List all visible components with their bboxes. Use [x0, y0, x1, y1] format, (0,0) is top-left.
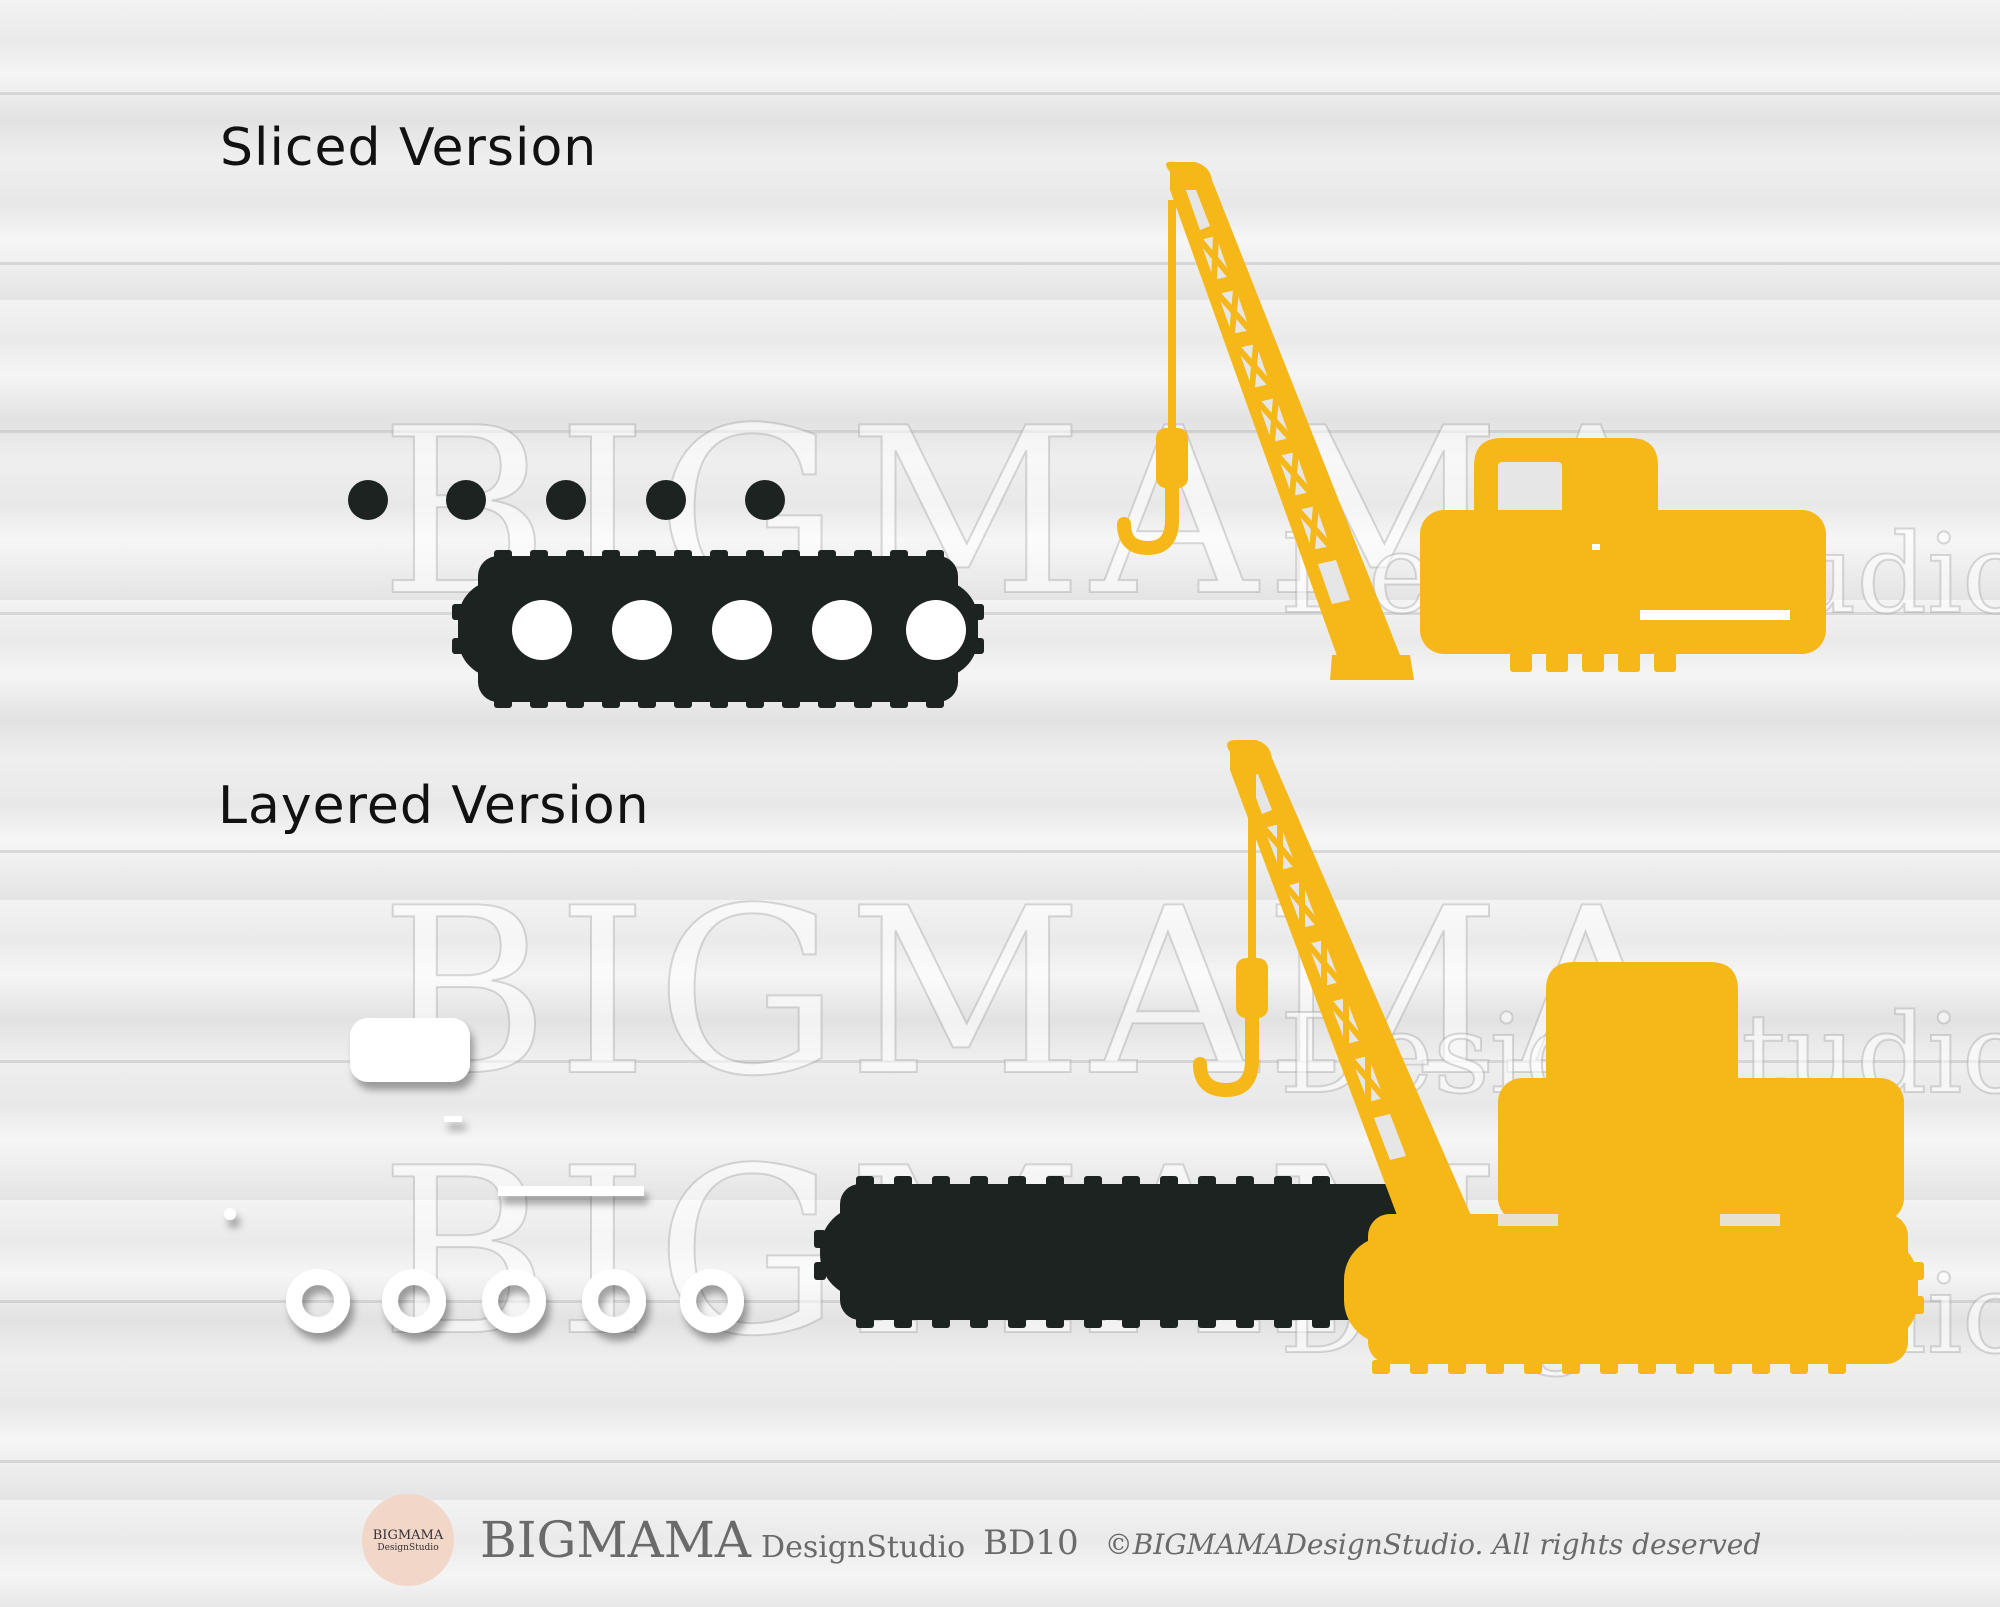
sliced-dots: [348, 480, 785, 520]
footer-studio: DesignStudio: [761, 1529, 966, 1565]
badge-sub: DesignStudio: [377, 1542, 439, 1553]
sliced-cab: [1420, 438, 1826, 672]
wheel-ring-piece: [582, 1269, 646, 1333]
dot-piece: [446, 480, 486, 520]
sliced-crane: [1117, 161, 1414, 680]
dot-piece: [745, 480, 785, 520]
wheel-ring-piece: [382, 1269, 446, 1333]
sliced-track: [452, 550, 984, 708]
wheel-ring-piece: [482, 1269, 546, 1333]
plank-seam: [0, 430, 2000, 433]
dot-piece: [546, 480, 586, 520]
wheel-ring-piece: [680, 1269, 744, 1333]
badge-name: BIGMAMA: [372, 1527, 444, 1543]
wheel-ring-piece: [286, 1269, 350, 1333]
plank-seam: [0, 1460, 2000, 1463]
cab-window-piece: [350, 1018, 470, 1082]
sliced-version-heading: Sliced Version: [220, 118, 598, 178]
dot-piece: [348, 480, 388, 520]
layered-white-pieces: [224, 1018, 744, 1333]
plank-seam: [0, 850, 2000, 853]
long-bar-piece: [498, 1186, 644, 1196]
footer-brand: BIGMAMA: [480, 1511, 752, 1569]
footer: BIGMAMA DesignStudio BIGMAMA DesignStudi…: [362, 1485, 1761, 1595]
layered-black-track: [814, 1176, 1430, 1328]
brand-badge-logo: BIGMAMA DesignStudio: [362, 1494, 454, 1586]
footer-code: BD10: [983, 1523, 1079, 1563]
tiny-dot-piece: [224, 1208, 236, 1220]
layered-crane: [1193, 740, 1924, 1374]
plank-seam: [0, 92, 2000, 95]
plank-seam: [0, 262, 2000, 265]
plank-seam: [0, 1060, 2000, 1063]
small-bar-piece: [444, 1116, 462, 1122]
dot-piece: [646, 480, 686, 520]
footer-copyright: ©BIGMAMADesignStudio. All rights deserve…: [1104, 1527, 1762, 1561]
layered-version-heading: Layered Version: [218, 776, 650, 836]
plank-seam: [0, 612, 2000, 615]
